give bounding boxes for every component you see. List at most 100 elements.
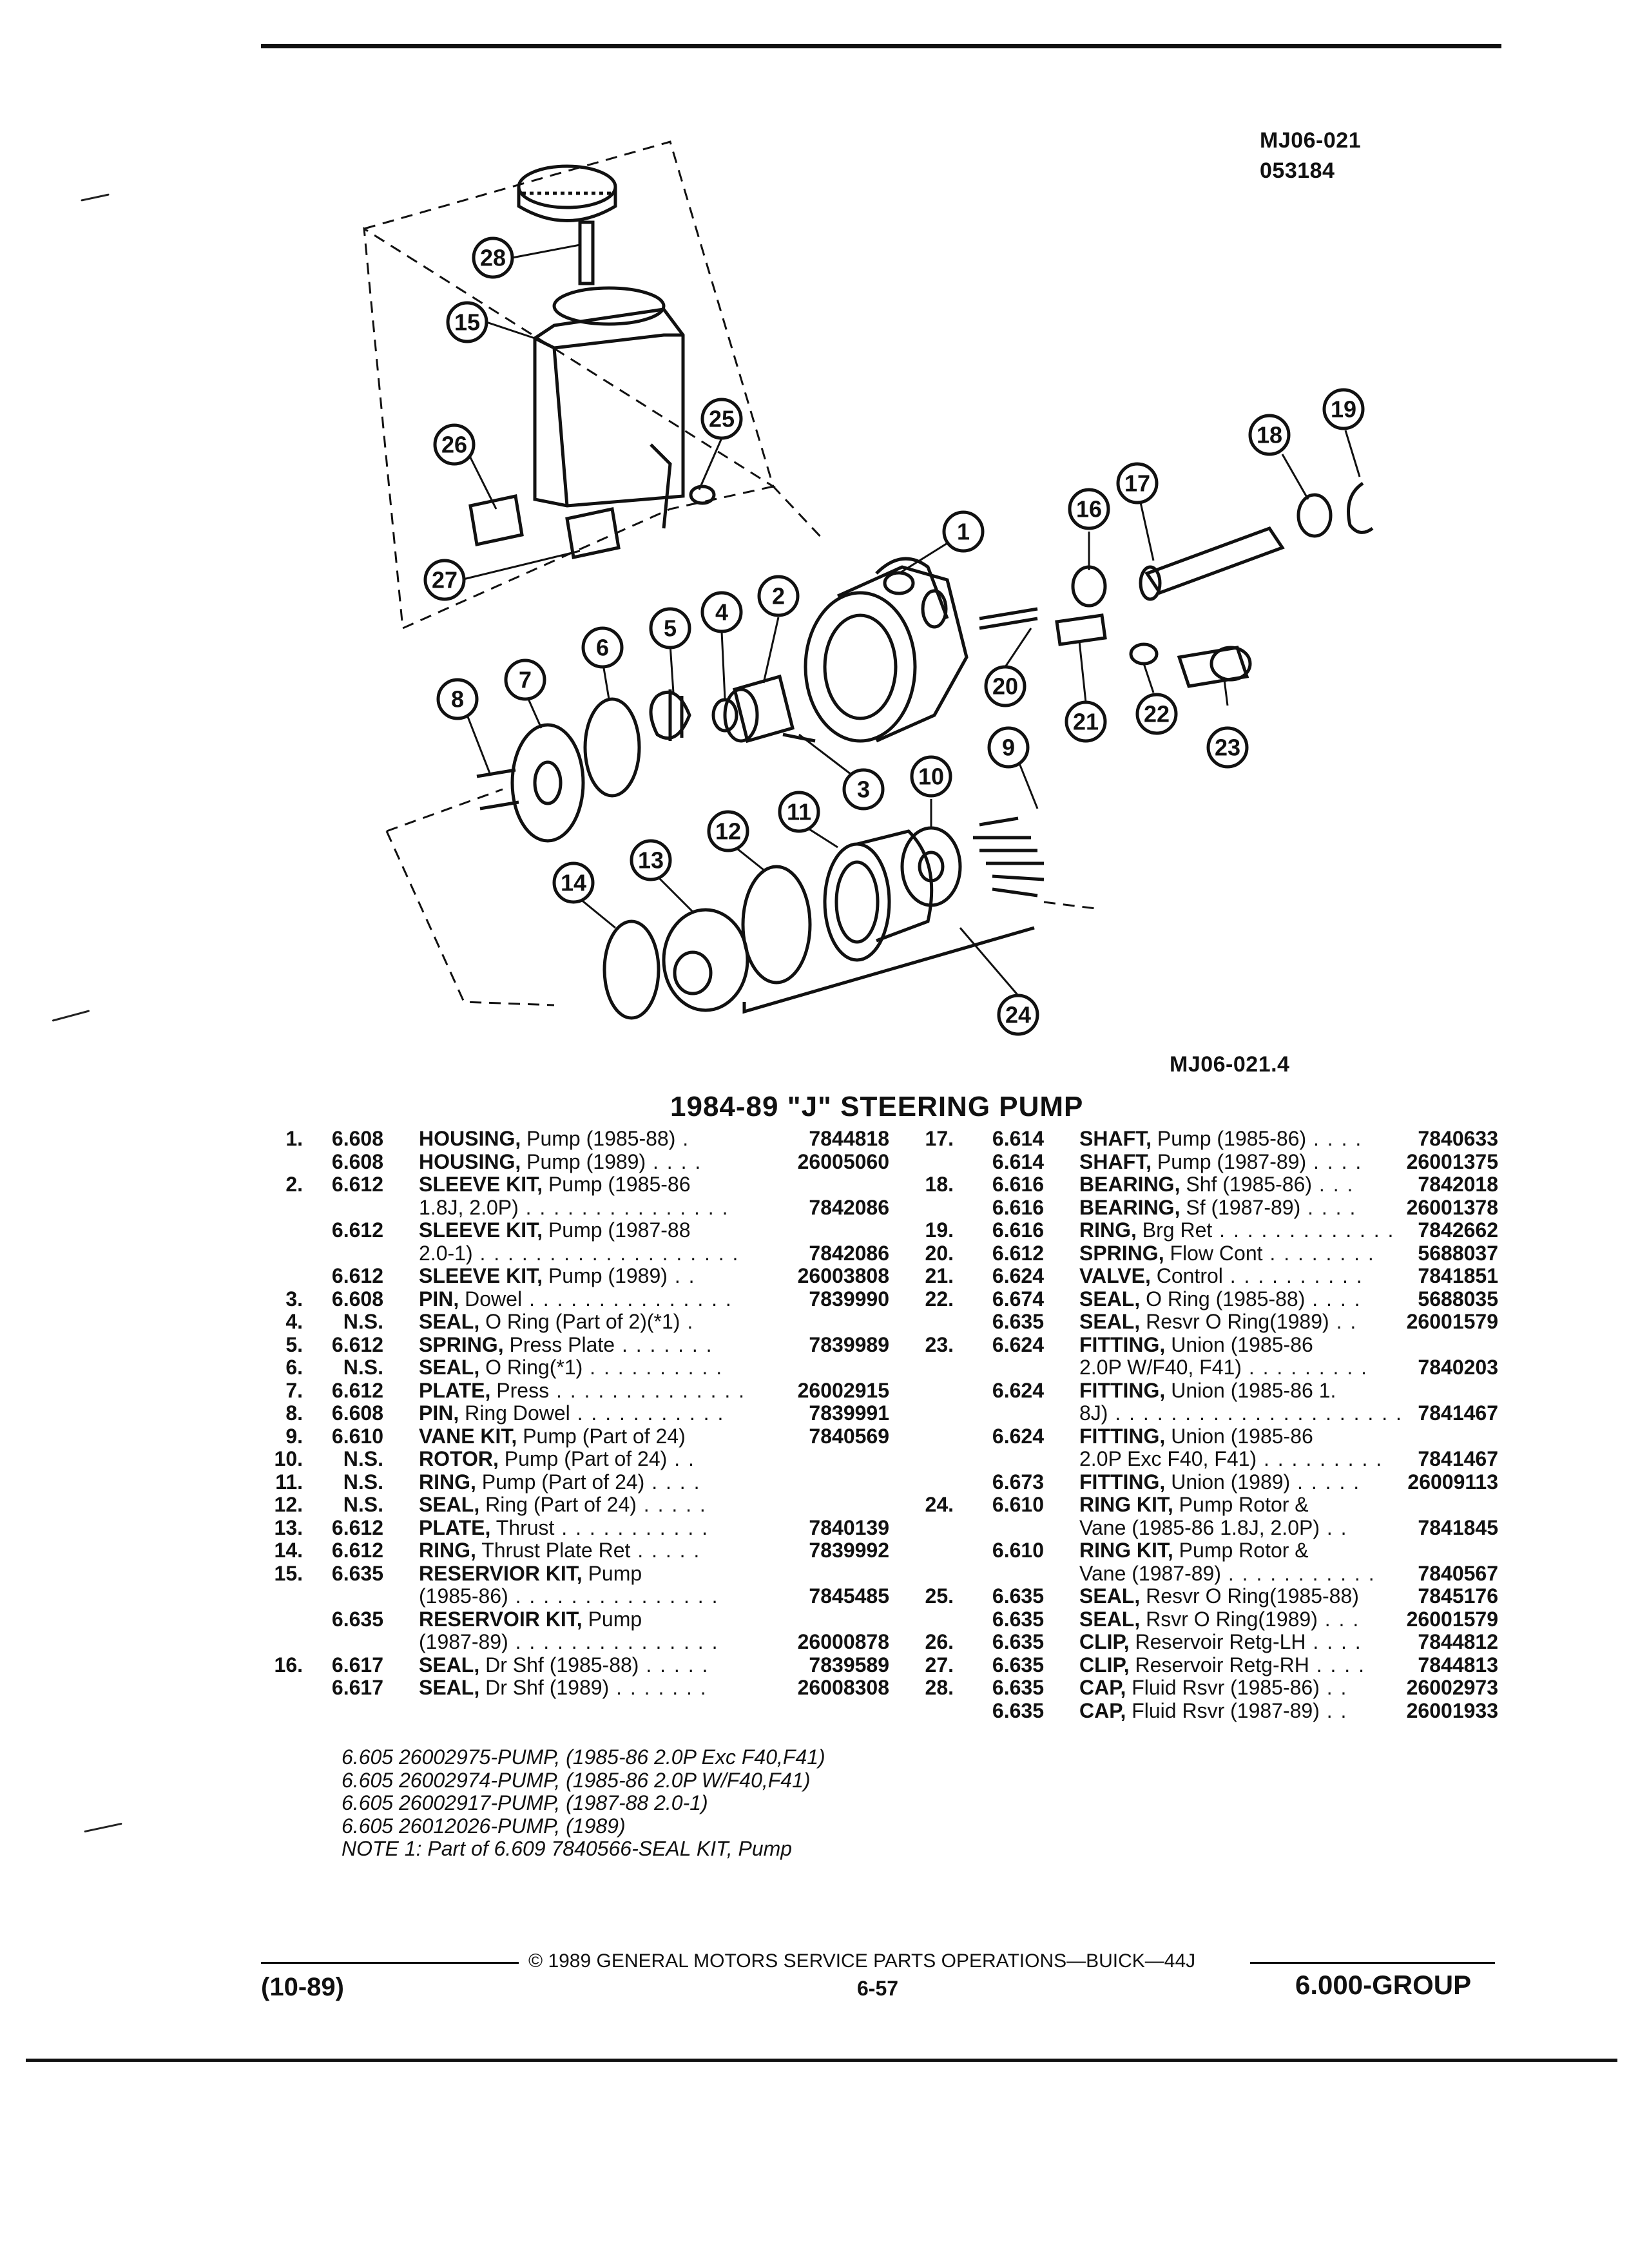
part-name: SLEEVE KIT, xyxy=(419,1264,543,1287)
part-description: SEAL, Resvr O Ring(1985-88) xyxy=(1079,1584,1359,1608)
part-description: FITTING, Union (1985-86 xyxy=(1079,1332,1313,1357)
part-pn: 7844813 xyxy=(1418,1653,1498,1677)
part-desc: (1985-86) xyxy=(419,1584,508,1608)
note-line: NOTE 1: Part of 6.609 7840566-SEAL KIT, … xyxy=(342,1837,793,1860)
svg-text:21: 21 xyxy=(1073,709,1099,735)
part-num: 3. xyxy=(285,1287,303,1311)
part-grp: 6.624 xyxy=(992,1264,1044,1287)
part-desc: Reservoir Retg-LH xyxy=(1129,1630,1306,1653)
part-pn: 7840567 xyxy=(1418,1561,1498,1585)
callout-16: 16 xyxy=(1068,488,1110,530)
part-description: RING, Pump (Part of 24) . . . . xyxy=(419,1470,700,1494)
part-desc: Dowel xyxy=(459,1287,523,1311)
part-desc: Thrust Plate Ret xyxy=(476,1539,631,1562)
part-pn: 7842018 xyxy=(1418,1173,1498,1196)
part-name: SEAL, xyxy=(1079,1607,1141,1631)
part-description: SEAL, O Ring (1985-88) . . . . xyxy=(1079,1287,1361,1311)
part-desc: Rsvr O Ring(1989) xyxy=(1140,1607,1318,1631)
part-description: SEAL, Rsvr O Ring(1989) . . . xyxy=(1079,1608,1360,1631)
part-desc: 8J) xyxy=(1079,1401,1108,1425)
part-desc: Pump (1987-88 xyxy=(543,1218,691,1242)
part-description: SEAL, Dr Shf (1985-88) . . . . . xyxy=(419,1653,709,1677)
part-description: SEAL, O Ring(*1) . . . . . . . . . . xyxy=(419,1356,723,1379)
footer-date: (10-89) xyxy=(261,1973,344,2001)
svg-text:1: 1 xyxy=(957,519,970,545)
reservoir-clips xyxy=(468,494,621,559)
part-name: VANE KIT, xyxy=(419,1424,517,1448)
part-pn: 7839992 xyxy=(809,1539,889,1562)
svg-text:13: 13 xyxy=(638,847,664,874)
part-name: HOUSING, xyxy=(419,1127,521,1150)
callout-19: 19 xyxy=(1322,388,1365,430)
part-grp: 6.635 xyxy=(331,1607,383,1631)
part-num: 16. xyxy=(274,1653,303,1677)
callout-20: 20 xyxy=(984,665,1027,707)
part-description: BEARING, Sf (1987-89) . . . . xyxy=(1079,1196,1356,1220)
svg-text:26: 26 xyxy=(441,432,467,458)
svg-text:14: 14 xyxy=(561,870,586,896)
note-line: 6.605 26002975-PUMP, (1985-86 2.0P Exc F… xyxy=(342,1745,825,1769)
svg-text:4: 4 xyxy=(715,599,728,626)
svg-text:3: 3 xyxy=(857,776,870,803)
part-name: FITTING, xyxy=(1079,1378,1166,1402)
part-description: SEAL, Resvr O Ring(1989) . . xyxy=(1079,1310,1358,1334)
parts-row: 2.0P W/F40, F41) . . . . . . . . .784020… xyxy=(915,1356,1498,1379)
part-grp: 6.616 xyxy=(992,1218,1044,1242)
leader-dots: . . . . . . . . . . . . . . . xyxy=(508,1584,719,1608)
part-description: Vane (1987-89) . . . . . . . . . . . xyxy=(1079,1562,1376,1586)
part-grp: 6.635 xyxy=(992,1653,1044,1677)
parts-row: 8J) . . . . . . . . . . . . . . . . . . … xyxy=(915,1401,1498,1425)
figure-id: MJ06-021 xyxy=(1260,128,1362,153)
part-name: BEARING, xyxy=(1079,1195,1181,1219)
svg-text:16: 16 xyxy=(1076,496,1102,523)
part-desc: Flow Cont xyxy=(1164,1241,1263,1265)
part-description: RING KIT, Pump Rotor & xyxy=(1079,1539,1309,1562)
callout-14: 14 xyxy=(552,861,595,904)
part-num: 1. xyxy=(285,1127,303,1150)
part-grp: 6.612 xyxy=(331,1332,383,1356)
part-desc: O Ring (1985-88) xyxy=(1140,1287,1306,1311)
part-pn: 26001579 xyxy=(1406,1310,1498,1333)
parts-row: 11.N.S.RING, Pump (Part of 24) . . . . xyxy=(264,1470,896,1494)
callout-9: 9 xyxy=(987,726,1030,769)
part-description: CAP, Fluid Rsvr (1987-89) . . xyxy=(1079,1699,1347,1723)
part-num: 15. xyxy=(274,1561,303,1585)
svg-text:9: 9 xyxy=(1002,735,1015,761)
callout-28: 28 xyxy=(472,236,514,279)
part-desc: Ring Dowel xyxy=(459,1401,570,1425)
svg-text:10: 10 xyxy=(918,764,944,790)
part-pn: 7839991 xyxy=(809,1401,889,1425)
part-num: 24. xyxy=(925,1493,954,1516)
part-desc: Dr Shf (1989) xyxy=(479,1676,610,1699)
part-pn: 26001933 xyxy=(1406,1698,1498,1722)
leader-dots: . . xyxy=(667,1447,695,1470)
part-desc: Pump (1985-88) xyxy=(521,1127,676,1150)
svg-text:11: 11 xyxy=(787,799,811,825)
part-grp: 6.612 xyxy=(331,1218,383,1242)
part-description: SPRING, Flow Cont . . . . . . . . xyxy=(1079,1242,1375,1265)
part-name: FITTING, xyxy=(1079,1332,1166,1356)
part-desc: Brg Ret xyxy=(1136,1218,1213,1242)
leader-dots: . . xyxy=(1329,1310,1358,1333)
part-name: RING, xyxy=(419,1470,476,1494)
part-desc: (1987-89) xyxy=(419,1630,508,1653)
part-description: PIN, Dowel . . . . . . . . . . . . . . . xyxy=(419,1287,733,1311)
part-num: 6. xyxy=(285,1356,303,1379)
exploded-view-diagram: 1 2 3 4 5 6 7 8 9 10 11 12 13 14 15 16 1… xyxy=(363,140,1374,1036)
part-description: FITTING, Union (1989) . . . . . xyxy=(1079,1470,1360,1494)
part-description: SHAFT, Pump (1987-89) . . . . xyxy=(1079,1150,1362,1174)
part-description: SEAL, Ring (Part of 24) . . . . . xyxy=(419,1493,707,1517)
callout-7: 7 xyxy=(504,658,546,701)
leader-dots: . . . . . . . . xyxy=(1262,1241,1375,1265)
part-grp: 6.612 xyxy=(331,1173,383,1196)
leader-dots: . . . . . . . . . . . . . xyxy=(1212,1218,1395,1242)
leader-dots: . . . . . . . . . xyxy=(1241,1356,1368,1379)
leader-dots: . . xyxy=(1319,1676,1348,1699)
part-desc: Pump (1989) xyxy=(543,1264,668,1287)
